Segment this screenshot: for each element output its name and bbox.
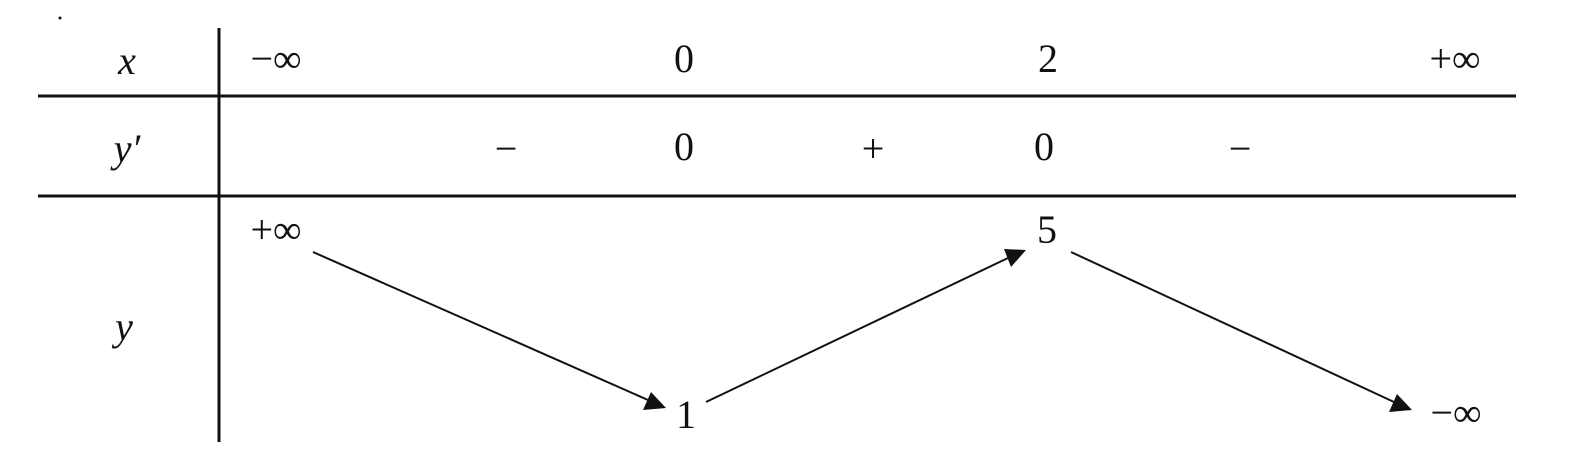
x-value-0: 0 (674, 36, 694, 81)
y-value-start: +∞ (250, 207, 301, 252)
arrow-increasing (705, 249, 1026, 403)
y-value-end: −∞ (1430, 390, 1481, 435)
row-label-y: y (111, 304, 133, 349)
row-label-x: x (117, 38, 136, 83)
x-value-neg-infinity: −∞ (250, 36, 301, 81)
derivative-zero-1: 0 (674, 124, 694, 169)
row-label-y-prime: y′ (110, 126, 142, 171)
derivative-sign-1: − (495, 126, 518, 171)
y-value-min: 1 (676, 392, 696, 437)
derivative-zero-2: 0 (1034, 124, 1054, 169)
x-value-pos-infinity: +∞ (1429, 36, 1480, 81)
x-value-2: 2 (1038, 36, 1058, 81)
arrow-decreasing-2 (1070, 251, 1412, 412)
derivative-sign-3: − (1229, 126, 1252, 171)
corner-dot (58, 16, 62, 20)
y-value-max: 5 (1037, 207, 1057, 252)
derivative-sign-2: + (862, 126, 885, 171)
arrow-decreasing-1 (312, 251, 666, 410)
